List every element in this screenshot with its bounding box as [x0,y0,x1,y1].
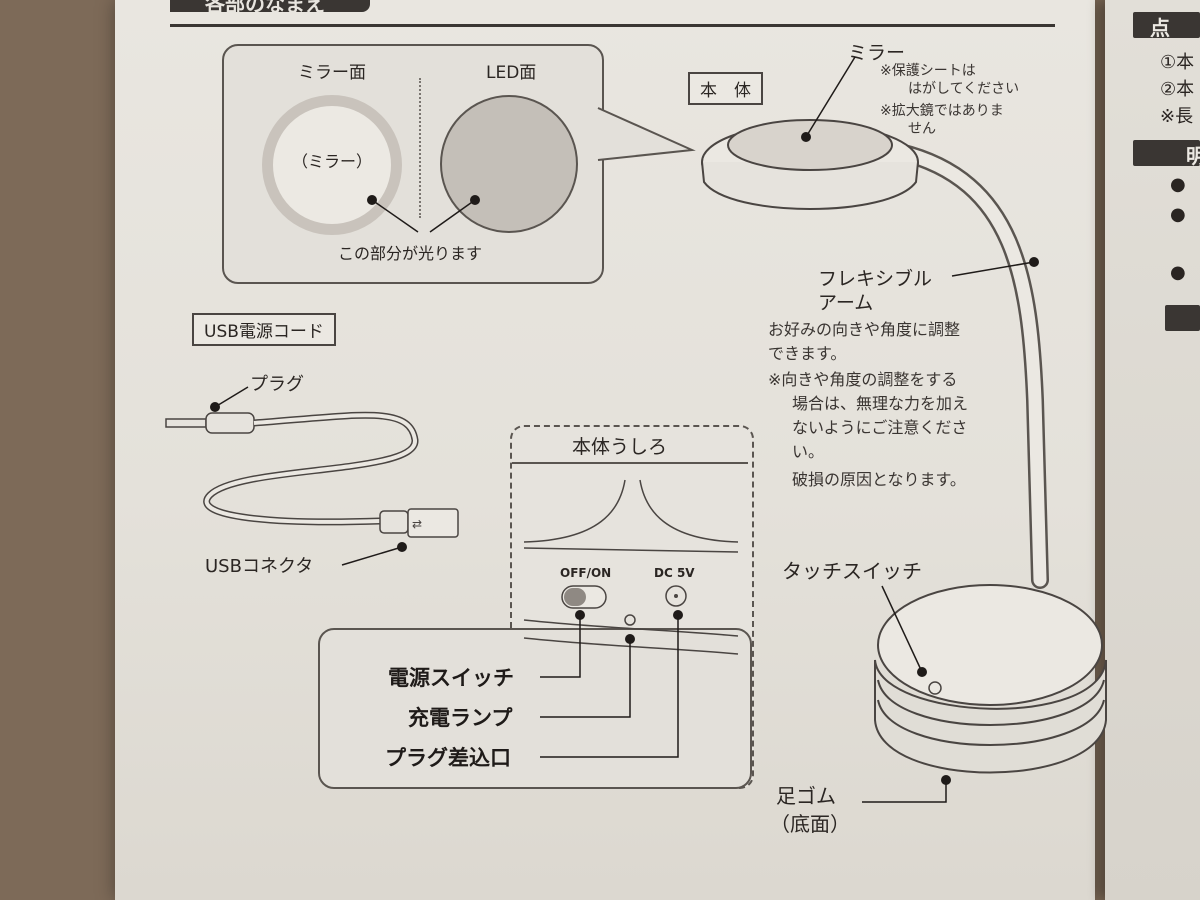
back-leaders [540,610,683,758]
foot-label-line1: 足ゴム [776,784,836,808]
arm-warn-line5: 破損の原因となります。 [792,470,966,489]
back-view-rule [512,462,748,464]
lamp-illustration [701,119,1107,774]
mirror-leader [801,56,856,142]
led-side-label: LED面 [486,63,537,83]
arm-warn-line2: 場合は、無理な力を加え [792,394,969,413]
switch-text: OFF/ON [560,566,612,580]
dc-text: DC 5V [654,566,695,580]
arm-warn-line3: ないようにご注意くださ [792,418,968,437]
panel-divider [419,78,421,218]
arm-desc-line2: できます。 [768,344,847,363]
side-bullet-3: ● [1170,262,1186,283]
callout-bubble [318,628,752,789]
mirror-note1-line1: ※保護シートは [880,63,976,79]
glow-note: この部分が光ります [338,244,483,263]
back-view-drawing [523,479,739,655]
usb-connector-label: USBコネクタ [205,556,314,577]
usb-cord-illustration: ⇄ [165,386,459,538]
mirror-label: ミラー [848,42,906,64]
arm-warn-line1: ※向きや角度の調整をする [768,370,958,389]
power-switch-label: 電源スイッチ [388,666,514,690]
arm-leader [951,257,1039,277]
foot-label-line2: （底面） [770,812,850,836]
arm-label-line2: アーム [818,292,874,314]
header-tab [170,0,370,12]
mirror-ring [262,95,402,235]
side-heading-1: 点 [1150,16,1170,40]
arm-warn-line4: い。 [792,442,825,461]
side-bullet-1: ● [1170,174,1186,195]
svg-text:⇄: ⇄ [412,517,422,531]
touch-switch-label: タッチスイッチ [782,559,922,583]
side-item-1: ①本 [1160,52,1195,73]
side-heading-bar-3 [1165,305,1200,331]
glow-pointers [367,195,480,233]
header-rule [170,0,1055,27]
connector-leader [341,542,407,566]
mirror-note2-line1: ※拡大鏡ではありま [880,103,1004,119]
side-item-2: ②本 [1160,79,1195,100]
plug-port-label: プラグ差込口 [385,746,511,770]
mirror-center-label: （ミラー） [292,152,373,171]
mirror-note2-line2: せん [908,121,936,137]
side-item-3: ※長 [1160,106,1194,127]
side-heading-bar-2 [1133,140,1200,166]
mirror-note1-line2: はがしてください [908,81,1020,97]
mirror-side-label: ミラー面 [298,63,366,83]
charge-lamp-label: 充電ランプ [408,706,513,730]
panel-pointer [597,107,696,161]
side-bullet-2: ● [1170,204,1186,225]
plug-label: プラグ [250,374,304,395]
usb-cord-title: USB電源コード [192,313,336,346]
arm-label-line1: フレキシブル [818,268,933,290]
side-heading-2: 明 [1186,144,1200,168]
body-label: 本 体 [688,72,763,105]
side-heading-bar-1 [1133,12,1200,38]
foot-leader [862,775,951,803]
led-face [440,95,578,233]
arm-desc-line1: お好みの向きや角度に調整 [768,320,961,339]
back-view-title: 本体うしろ [572,436,668,458]
header-title: 各部のなまえ [205,0,325,16]
touch-switch-leader [881,585,927,677]
